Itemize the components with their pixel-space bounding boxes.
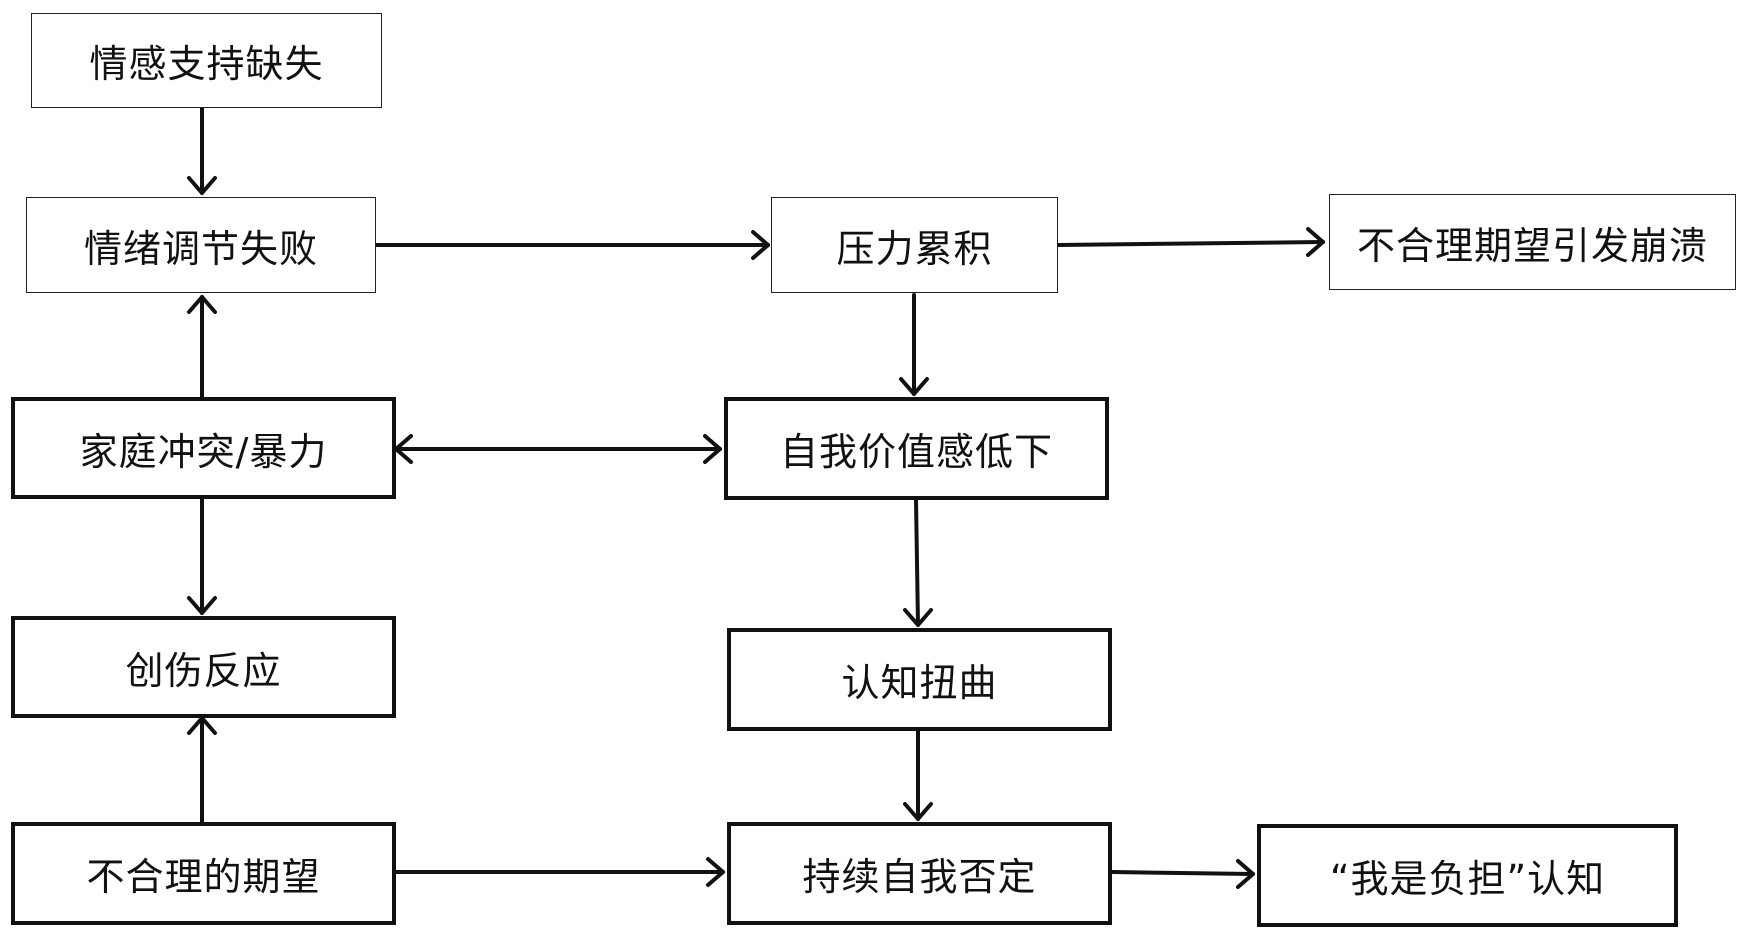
arrow-emotional-support-to-emotion-regulation xyxy=(187,106,217,195)
arrow-family-conflict-to-trauma-response xyxy=(187,497,217,615)
arrow-family-conflict-low-self-worth-bidirectional xyxy=(394,434,722,464)
arrow-emotion-regulation-to-stress-accumulation xyxy=(374,230,770,260)
arrow-stress-accumulation-to-low-self-worth xyxy=(899,293,929,396)
arrow-unreasonable-expectations-to-self-negation xyxy=(394,857,725,887)
node-emotional-support: 情感支持缺失 xyxy=(31,13,382,108)
node-burden-cognition: “我是负担”认知 xyxy=(1257,824,1678,927)
node-emotion-regulation: 情绪调节失败 xyxy=(26,197,376,293)
node-trauma-response: 创伤反应 xyxy=(11,616,396,718)
node-cognitive-distortion: 认知扭曲 xyxy=(727,628,1112,731)
node-stress-accumulation: 压力累积 xyxy=(771,197,1058,293)
arrow-cognitive-distortion-to-self-negation xyxy=(903,729,933,821)
arrow-low-self-worth-to-cognitive-distortion xyxy=(903,498,933,627)
arrow-unreasonable-expectations-to-trauma-response xyxy=(187,716,217,824)
node-low-self-worth: 自我价值感低下 xyxy=(724,397,1109,500)
arrow-family-conflict-to-emotion-regulation xyxy=(187,295,217,399)
node-family-conflict: 家庭冲突/暴力 xyxy=(11,397,396,499)
node-collapse: 不合理期望引发崩溃 xyxy=(1329,194,1736,290)
node-unreasonable-expectations: 不合理的期望 xyxy=(11,822,396,925)
arrow-stress-accumulation-to-collapse xyxy=(1056,227,1325,257)
node-self-negation: 持续自我否定 xyxy=(727,822,1112,925)
arrow-self-negation-to-burden-cognition xyxy=(1110,859,1255,889)
